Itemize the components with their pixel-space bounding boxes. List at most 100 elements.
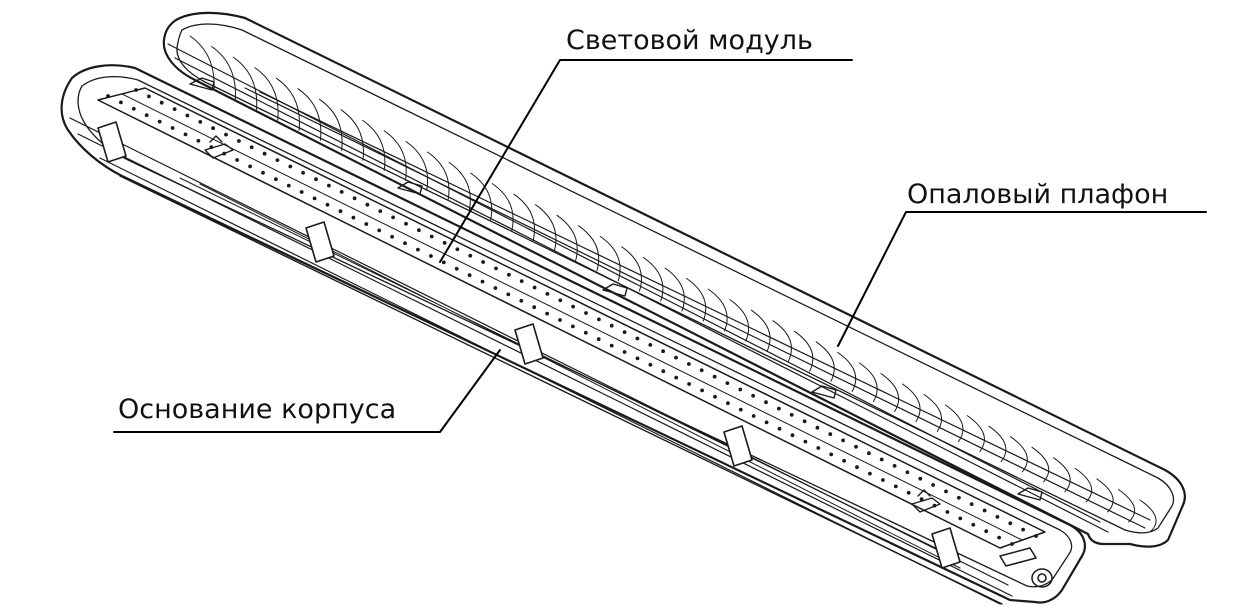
opal-diffuser-drawing	[162, 11, 1186, 548]
led-dot	[816, 446, 821, 450]
diffuser-rib	[880, 373, 899, 412]
led-dot	[905, 470, 910, 475]
led-dot	[144, 113, 149, 118]
led-dot	[390, 234, 394, 239]
diffuser-rib	[535, 204, 557, 252]
diffuser-rib	[1053, 457, 1071, 493]
diffuser-rib	[815, 341, 835, 382]
led-dot	[325, 202, 330, 207]
diffuser-rib	[988, 425, 1007, 463]
led-dot	[803, 439, 808, 444]
led-dot	[969, 502, 974, 506]
diffuser-rib	[427, 151, 450, 201]
diffuser-inner-rim	[176, 23, 1175, 534]
led-dot	[609, 343, 614, 348]
light-module-label: Световой модуль	[566, 25, 813, 56]
led-dot	[738, 387, 743, 392]
led-dot	[558, 298, 563, 303]
latch	[305, 221, 335, 263]
led-dot	[674, 355, 678, 360]
diffuser-rib	[1010, 436, 1028, 473]
led-dot	[596, 337, 601, 342]
led-dot	[622, 330, 627, 334]
diffuser-rib	[1031, 446, 1050, 483]
led-dot	[429, 254, 433, 258]
led-dot	[119, 100, 123, 105]
led-dot	[455, 247, 460, 252]
led-dot	[892, 464, 897, 468]
led-dot	[249, 145, 254, 150]
led-dot	[648, 343, 653, 347]
led-dot	[802, 419, 807, 424]
led-dot	[327, 183, 331, 188]
led-dot	[777, 426, 782, 431]
led-dot	[957, 495, 961, 500]
led-dot	[468, 253, 473, 258]
led-dot	[262, 151, 267, 156]
led-dot	[751, 414, 756, 418]
led-dot	[417, 228, 421, 233]
diffuser-rib	[707, 288, 728, 332]
base-bottom-edge	[119, 175, 1003, 605]
led-dot	[648, 362, 653, 367]
diffuser-rib	[1139, 499, 1157, 533]
diffuser-rib	[448, 162, 471, 211]
diffuser-rib	[966, 415, 985, 453]
led-dot	[829, 452, 834, 457]
diffuser-rib	[772, 320, 792, 362]
led-dot	[545, 311, 549, 316]
led-dot	[597, 317, 601, 322]
led-dot	[854, 444, 858, 449]
module-plate-center	[121, 93, 1023, 541]
led-dot	[314, 177, 318, 182]
diffuser-rib	[945, 404, 964, 443]
led-dot	[584, 311, 588, 315]
led-dot	[338, 209, 343, 214]
diffuser-rib	[686, 278, 707, 322]
led-dot	[198, 120, 203, 124]
led-dot	[416, 247, 420, 252]
led-dot	[429, 234, 434, 239]
led-dot	[442, 241, 447, 245]
leader-lines	[113, 59, 1207, 433]
led-dot	[868, 471, 872, 476]
led-dot	[945, 510, 950, 514]
diffuser-rib	[405, 141, 429, 191]
led-dot	[971, 522, 976, 527]
diffuser-rib	[1117, 489, 1136, 523]
led-dot	[377, 228, 382, 233]
led-dot	[519, 298, 524, 303]
diffuser-rib	[254, 67, 279, 121]
diffuser-ribs	[189, 35, 1157, 533]
base-inner-rim	[77, 75, 1073, 588]
diffuser-rib	[319, 98, 343, 151]
led-dot	[172, 107, 177, 111]
led-dot	[841, 438, 845, 443]
led-dot	[493, 286, 498, 290]
leader-light-module	[439, 59, 853, 263]
led-dot	[147, 94, 151, 99]
led-dot	[879, 457, 884, 462]
led-dot	[558, 318, 562, 322]
led-dot	[828, 432, 833, 436]
led-dot	[299, 190, 304, 194]
led-dot	[235, 158, 240, 162]
led-dot	[275, 158, 280, 163]
led-dot	[288, 164, 293, 169]
led-dot	[301, 170, 305, 175]
led-dot	[842, 458, 846, 463]
diffuser-channel	[244, 87, 1151, 529]
led-dot	[404, 221, 408, 226]
led-dot	[958, 516, 963, 521]
led-dot	[918, 476, 923, 481]
leader-opal-diffuser	[837, 211, 1207, 347]
led-dot	[571, 304, 575, 309]
led-dot	[789, 413, 794, 417]
diffuser-rib	[837, 351, 857, 392]
led-dot	[674, 375, 679, 380]
led-dot	[507, 272, 511, 277]
led-dot	[661, 369, 666, 374]
led-dot	[867, 451, 871, 456]
diffuser-rib	[858, 362, 878, 402]
